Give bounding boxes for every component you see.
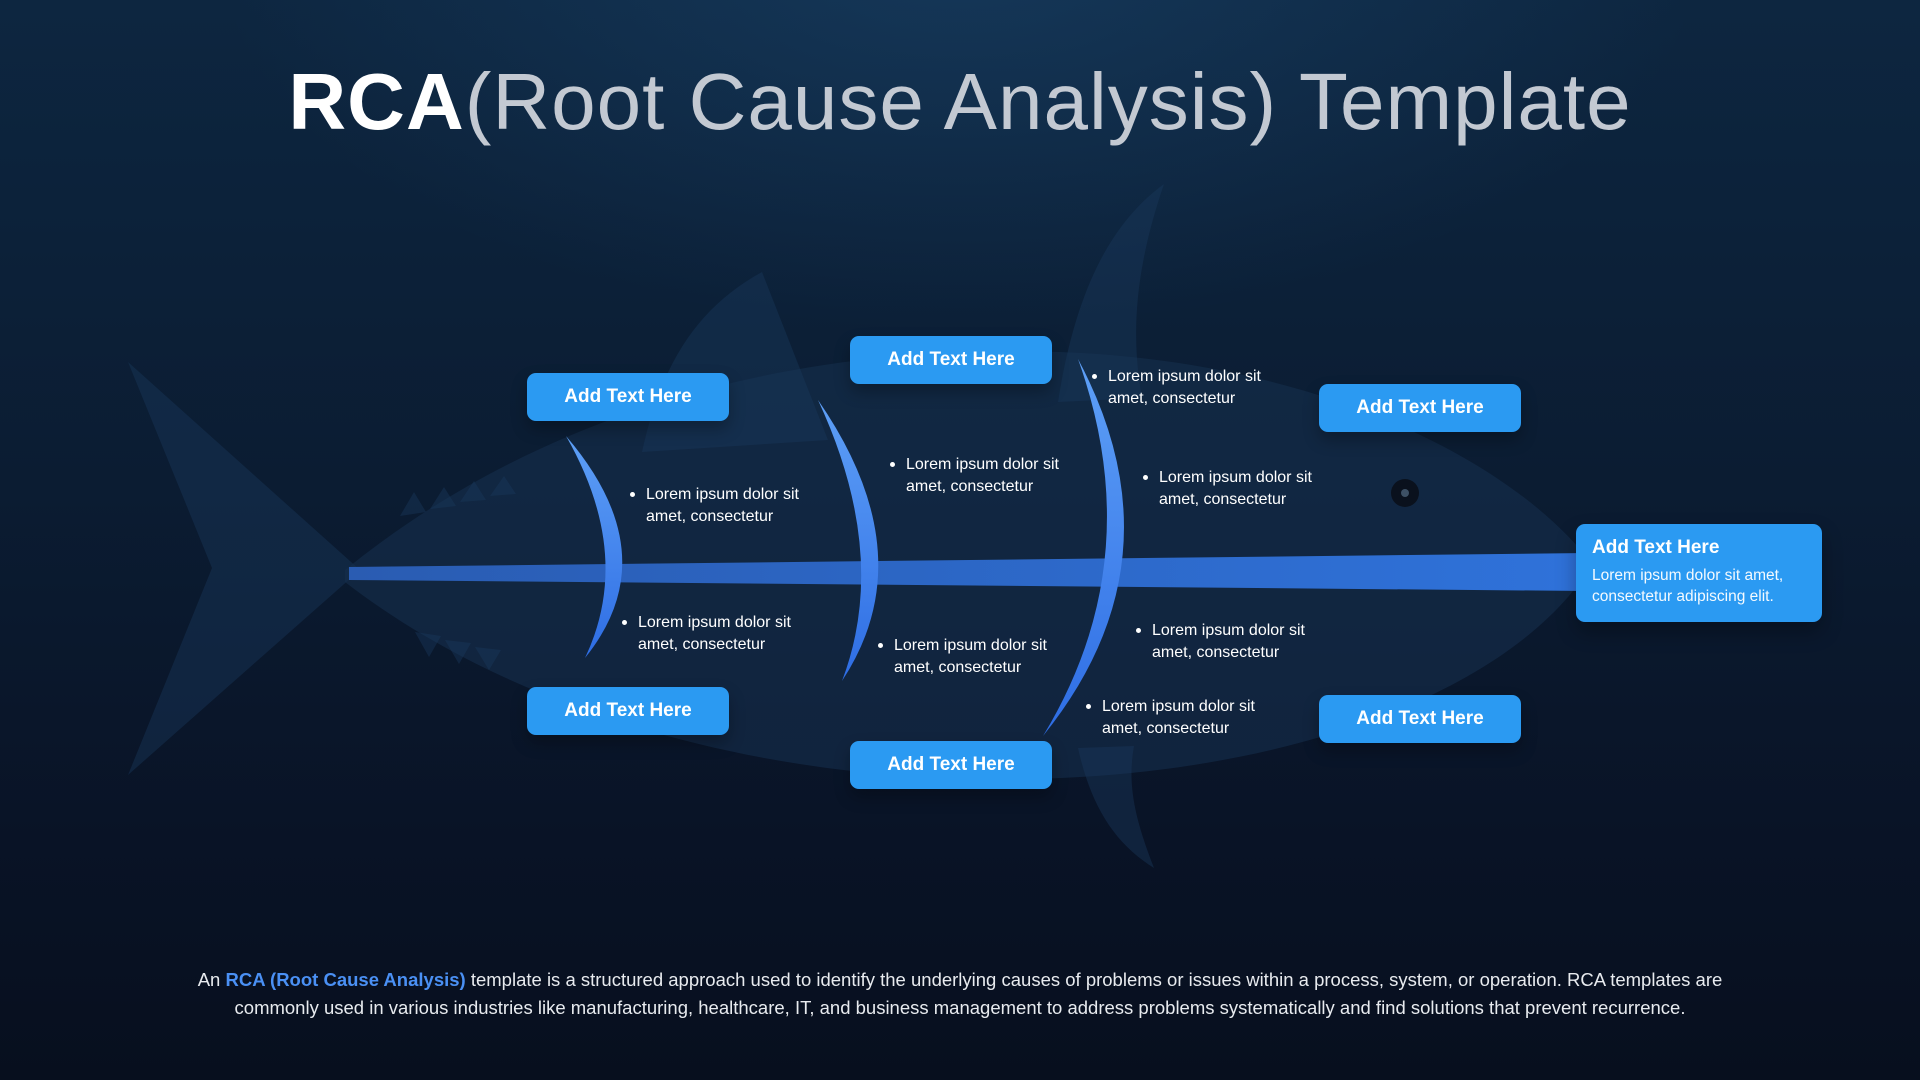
cause-point-bottom-2: Lorem ipsum dolor sit amet, consectetur bbox=[878, 635, 1047, 678]
description-text: An RCA (Root Cause Analysis) template is… bbox=[190, 966, 1730, 1022]
bullet-dot bbox=[630, 492, 635, 497]
cause-text-line: Lorem ipsum dolor sit bbox=[1152, 622, 1305, 639]
fishbone-rib-2 bbox=[818, 400, 879, 681]
branch-button-label: Add Text Here bbox=[887, 754, 1015, 775]
title-suffix: (Root Cause Analysis) Template bbox=[464, 57, 1632, 146]
cause-text-line: Lorem ipsum dolor sit bbox=[646, 486, 799, 503]
bullet-dot bbox=[890, 462, 895, 467]
cause-text-line: amet, consectetur bbox=[646, 507, 774, 525]
title-brand: RCA bbox=[288, 57, 465, 146]
fishbone-rib-3 bbox=[1043, 359, 1124, 736]
fish-rear-fin bbox=[1058, 184, 1164, 402]
bullet-dot bbox=[878, 643, 883, 648]
cause-text-line: amet, consectetur bbox=[894, 658, 1022, 676]
branch-button-top-2[interactable]: Add Text Here bbox=[850, 336, 1052, 384]
bullet-dot bbox=[622, 620, 627, 625]
fishbone-spine bbox=[349, 553, 1588, 591]
cause-text-line: Lorem ipsum dolor sit bbox=[1108, 368, 1261, 385]
branch-button-bottom-1[interactable]: Add Text Here bbox=[527, 687, 729, 735]
cause-point-bottom-1: Lorem ipsum dolor sit amet, consectetur bbox=[622, 612, 791, 655]
branch-button-top-1[interactable]: Add Text Here bbox=[527, 373, 729, 421]
cause-text-line: amet, consectetur bbox=[1102, 719, 1230, 737]
branch-button-label: Add Text Here bbox=[1356, 397, 1484, 418]
cause-text-line: amet, consectetur bbox=[1152, 643, 1280, 661]
cause-point-top-1: Lorem ipsum dolor sit amet, consectetur bbox=[630, 484, 799, 527]
cause-point-top-2: Lorem ipsum dolor sit amet, consectetur bbox=[890, 454, 1059, 497]
cause-text-line: Lorem ipsum dolor sit bbox=[1159, 469, 1312, 486]
fishbone-rib-1 bbox=[566, 436, 623, 658]
description-prefix: An bbox=[197, 969, 226, 990]
fish-top-finlets bbox=[400, 476, 516, 516]
cause-text-line: Lorem ipsum dolor sit bbox=[1102, 698, 1255, 715]
cause-point-bottom-3: Lorem ipsum dolor sit amet, consectetur bbox=[1136, 620, 1305, 663]
cause-text-line: Lorem ipsum dolor sit bbox=[894, 637, 1047, 654]
cause-point-top-3: Lorem ipsum dolor sit amet, consectetur bbox=[1092, 366, 1261, 409]
bullet-dot bbox=[1136, 628, 1141, 633]
branch-button-label: Add Text Here bbox=[564, 700, 692, 721]
fish-anal-fin bbox=[1078, 746, 1154, 868]
branch-button-label: Add Text Here bbox=[1356, 708, 1484, 729]
bullet-dot bbox=[1086, 704, 1091, 709]
description-body: template is a structured approach used t… bbox=[234, 969, 1723, 1018]
bullet-dot bbox=[1143, 475, 1148, 480]
cause-point-top-4: Lorem ipsum dolor sit amet, consectetur bbox=[1143, 467, 1312, 510]
fish-tail-fin bbox=[128, 362, 360, 775]
cause-text-line: amet, consectetur bbox=[638, 635, 766, 653]
effect-box[interactable]: Add Text Here Lorem ipsum dolor sit amet… bbox=[1576, 524, 1822, 622]
cause-text-line: amet, consectetur bbox=[1108, 389, 1236, 407]
branch-button-label: Add Text Here bbox=[887, 349, 1015, 370]
branch-button-bottom-3[interactable]: Add Text Here bbox=[1319, 695, 1521, 743]
branch-button-bottom-2[interactable]: Add Text Here bbox=[850, 741, 1052, 789]
cause-text-line: Lorem ipsum dolor sit bbox=[906, 456, 1059, 473]
cause-text-line: amet, consectetur bbox=[906, 477, 1034, 495]
cause-text-line: Lorem ipsum dolor sit bbox=[638, 614, 791, 631]
fish-bottom-finlets bbox=[415, 632, 501, 670]
branch-button-label: Add Text Here bbox=[564, 386, 692, 407]
branch-button-top-3[interactable]: Add Text Here bbox=[1319, 384, 1521, 432]
fish-eye-pupil bbox=[1401, 489, 1409, 497]
effect-box-title: Add Text Here bbox=[1592, 537, 1720, 558]
page-title: RCA(Root Cause Analysis) Template bbox=[0, 58, 1920, 146]
bullet-dot bbox=[1092, 374, 1097, 379]
effect-box-body: Lorem ipsum dolor sit amet, consectetur … bbox=[1592, 567, 1784, 606]
description-highlight: RCA (Root Cause Analysis) bbox=[225, 969, 466, 990]
cause-point-bottom-4: Lorem ipsum dolor sit amet, consectetur bbox=[1086, 696, 1255, 739]
cause-text-line: amet, consectetur bbox=[1159, 490, 1287, 508]
